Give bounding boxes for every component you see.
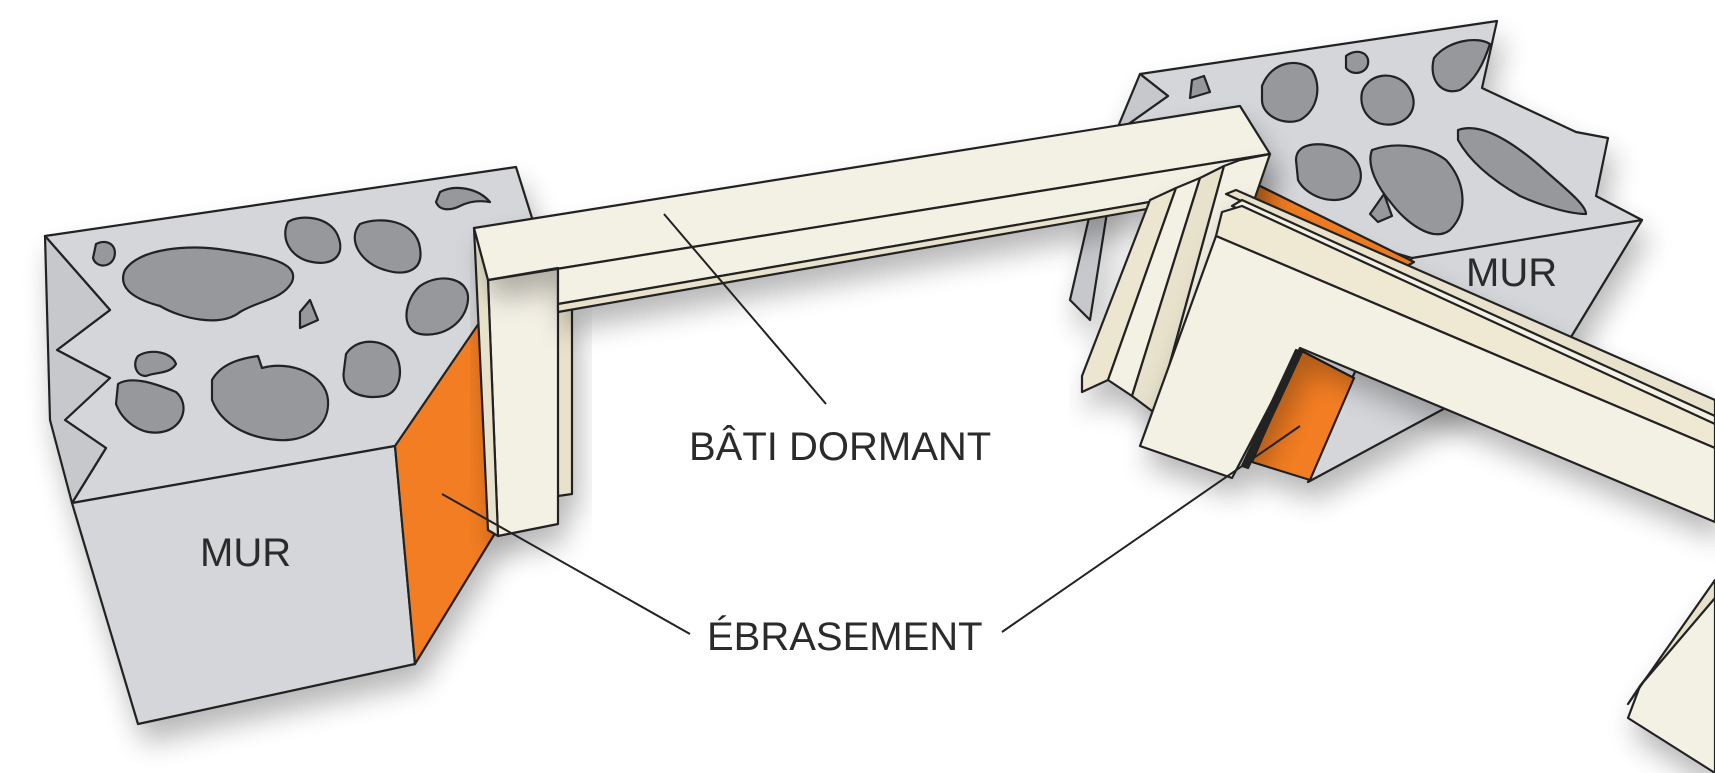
sash-front-face [1138, 234, 1715, 524]
stone [342, 340, 402, 398]
sash-top-face [1214, 204, 1715, 450]
frame-right-step-1 [1080, 186, 1178, 394]
stone [353, 219, 422, 274]
stone [434, 186, 492, 211]
leader-line-frame [663, 213, 827, 405]
stone [1344, 50, 1370, 74]
leader-line-reveal-right [1001, 425, 1301, 633]
left-wall-stones [91, 186, 492, 442]
right-wall-stones [1188, 38, 1588, 236]
sash-reveal-gap [1240, 348, 1304, 470]
left-wall-side [43, 234, 112, 505]
stone [114, 379, 185, 434]
frame-left-jamb-front [486, 266, 560, 538]
label-frame: BÂTI DORMANT [689, 424, 991, 469]
stone [1188, 74, 1212, 100]
sash [1138, 188, 1715, 773]
stone [1294, 143, 1362, 201]
sash-lower-frame-side [1626, 578, 1715, 706]
stone [210, 354, 330, 442]
stone [91, 240, 116, 267]
stone [1431, 38, 1492, 93]
frame-head [472, 104, 1272, 314]
label-reveal: ÉBRASEMENT [707, 614, 983, 659]
stone [284, 216, 342, 264]
left-wall-block [43, 165, 534, 726]
label-wall-right: MUR [1466, 251, 1557, 295]
stone [298, 298, 320, 330]
stone [1260, 61, 1319, 123]
stone [1456, 127, 1588, 216]
stone [122, 246, 295, 322]
stone [1360, 74, 1415, 126]
stone [1368, 192, 1394, 224]
stone [134, 350, 178, 378]
label-wall-left: MUR [200, 531, 291, 575]
leader-lines [441, 213, 1301, 635]
stone [405, 277, 470, 336]
sash-lower-frame [1626, 586, 1715, 773]
leader-line-reveal-left [441, 493, 691, 635]
